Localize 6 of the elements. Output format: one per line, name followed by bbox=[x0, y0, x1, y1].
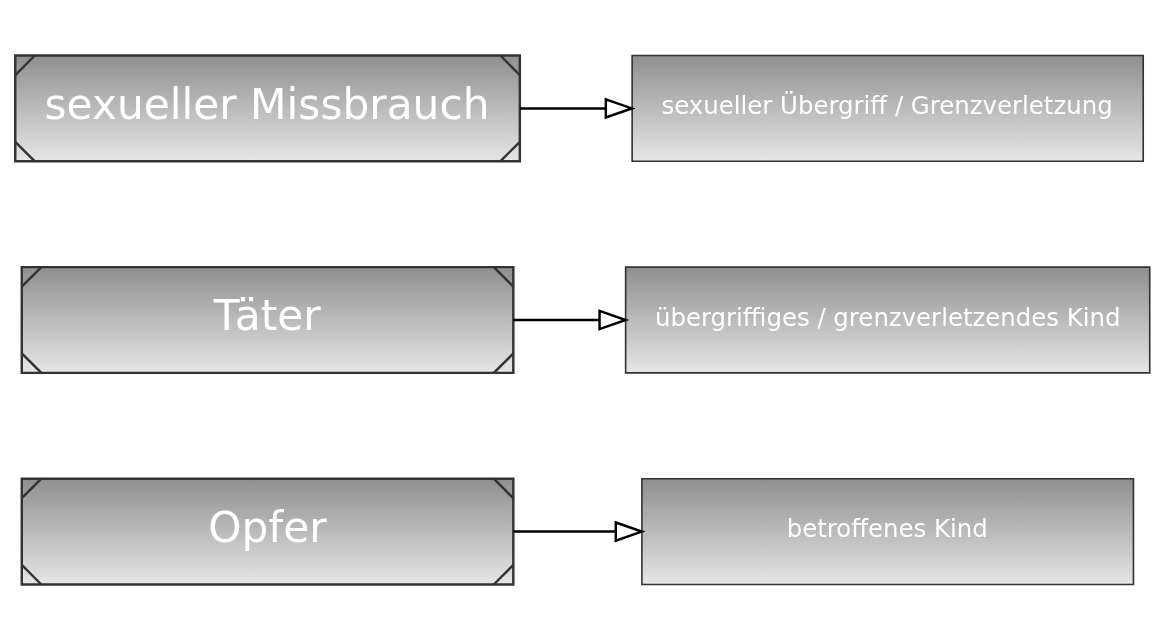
node-box: betroffenes Kind bbox=[641, 477, 1135, 585]
arrow bbox=[513, 520, 646, 542]
arrow bbox=[520, 97, 636, 119]
arrow bbox=[513, 308, 630, 331]
node-box: übergriffiges / grenzverletzendes Kind bbox=[624, 265, 1151, 374]
node-box: sexueller Übergriff / Grenzverletzung bbox=[631, 54, 1145, 162]
